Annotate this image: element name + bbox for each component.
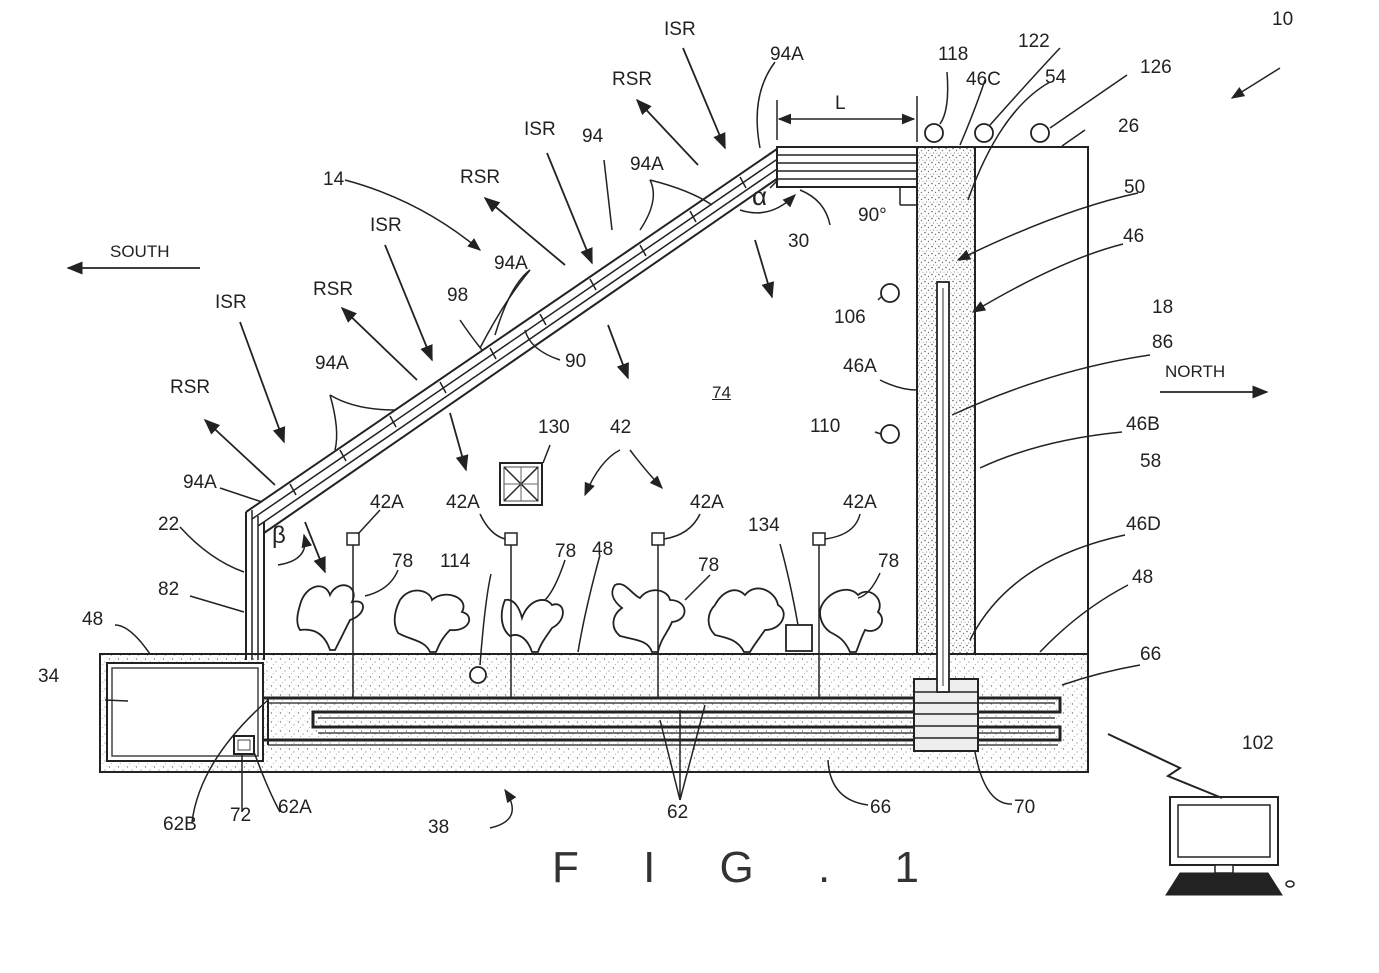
angle-beta-label: β bbox=[272, 526, 286, 546]
rsr-label-4: RSR bbox=[170, 378, 210, 398]
figure-caption: F I G . 1 bbox=[552, 858, 945, 878]
plant bbox=[395, 591, 470, 652]
ref-90: 90 bbox=[565, 352, 586, 372]
ref-94a-1: 94A bbox=[770, 45, 804, 65]
wireless-link bbox=[1108, 734, 1222, 798]
rsr-label-2: RSR bbox=[460, 168, 500, 188]
ref-46a: 46A bbox=[843, 357, 877, 377]
ref-34: 34 bbox=[38, 667, 59, 687]
dimension-L-label: L bbox=[835, 94, 846, 114]
ref-48-1: 48 bbox=[82, 610, 103, 630]
ref-46: 46 bbox=[1123, 227, 1144, 247]
ref-74: 74 bbox=[712, 383, 731, 403]
ref-10: 10 bbox=[1272, 10, 1293, 30]
ref-62b: 62B bbox=[163, 815, 197, 835]
ref-66-1: 66 bbox=[1140, 645, 1161, 665]
ref-86: 86 bbox=[1152, 333, 1173, 353]
ref-78-3: 78 bbox=[698, 556, 719, 576]
ref-54: 54 bbox=[1045, 68, 1066, 88]
dimension-L bbox=[777, 96, 917, 142]
ref-42a-2: 42A bbox=[446, 493, 480, 513]
ref-46d: 46D bbox=[1126, 515, 1161, 535]
plant bbox=[820, 590, 882, 652]
sensor-122 bbox=[975, 124, 993, 142]
isr-label-3: ISR bbox=[370, 216, 402, 236]
fan-130 bbox=[500, 463, 542, 505]
ref-114: 114 bbox=[440, 552, 470, 572]
ref-46b: 46B bbox=[1126, 415, 1160, 435]
ref-18: 18 bbox=[1152, 298, 1173, 318]
ref-48-2: 48 bbox=[592, 540, 613, 560]
ref-62a: 62A bbox=[278, 798, 312, 818]
ref-72: 72 bbox=[230, 806, 251, 826]
ref-102: 102 bbox=[1242, 734, 1274, 754]
ref-94a-2: 94A bbox=[630, 155, 664, 175]
ref-30: 30 bbox=[788, 232, 809, 252]
ref-62: 62 bbox=[667, 803, 688, 823]
ref-94a-5: 94A bbox=[183, 473, 217, 493]
north-wall-18 bbox=[975, 147, 1088, 654]
sensor-114 bbox=[470, 667, 486, 683]
south-label: SOUTH bbox=[110, 242, 170, 262]
sensor-118 bbox=[925, 124, 943, 142]
ref-58: 58 bbox=[1140, 452, 1161, 472]
ref-50: 50 bbox=[1124, 178, 1145, 198]
plant bbox=[612, 584, 684, 652]
overhang-30 bbox=[777, 147, 917, 205]
ref-78-1: 78 bbox=[392, 552, 413, 572]
sensor-110 bbox=[881, 425, 899, 443]
rsr-label-1: RSR bbox=[612, 70, 652, 90]
pump-72 bbox=[234, 736, 254, 754]
isr-label-1: ISR bbox=[664, 20, 696, 40]
ref-14: 14 bbox=[323, 170, 344, 190]
sensor-126 bbox=[1031, 124, 1049, 142]
ref-26: 26 bbox=[1118, 117, 1139, 137]
ref-42: 42 bbox=[610, 418, 631, 438]
ref-130: 130 bbox=[538, 418, 570, 438]
ref-94: 94 bbox=[582, 127, 603, 147]
ref-66-2: 66 bbox=[870, 798, 891, 818]
ref-134: 134 bbox=[748, 516, 780, 536]
isr-label-2: ISR bbox=[524, 120, 556, 140]
ref-106: 106 bbox=[834, 308, 866, 328]
ref-42a-4: 42A bbox=[843, 493, 877, 513]
sensor-106 bbox=[881, 284, 899, 302]
ref-110: 110 bbox=[810, 417, 840, 437]
ref-122: 122 bbox=[1018, 32, 1050, 52]
ref-118: 118 bbox=[938, 45, 968, 65]
ref-46c: 46C bbox=[966, 70, 1001, 90]
south-wall-22 bbox=[246, 510, 264, 660]
ref-94a-3: 94A bbox=[494, 254, 528, 274]
ref-82: 82 bbox=[158, 580, 179, 600]
isr-label-4: ISR bbox=[215, 293, 247, 313]
angle-90-label: 90° bbox=[858, 206, 887, 226]
ref-70: 70 bbox=[1014, 798, 1035, 818]
rsr-label-3: RSR bbox=[313, 280, 353, 300]
ref-38: 38 bbox=[428, 818, 449, 838]
angle-alpha-label: α bbox=[752, 186, 767, 206]
ref-78-2: 78 bbox=[555, 542, 576, 562]
ref-22: 22 bbox=[158, 515, 179, 535]
ref-94a-4: 94A bbox=[315, 354, 349, 374]
north-label: NORTH bbox=[1165, 362, 1225, 382]
ref-78-4: 78 bbox=[878, 552, 899, 572]
ref-98: 98 bbox=[447, 286, 468, 306]
device-134 bbox=[786, 625, 812, 651]
ref-42a-3: 42A bbox=[690, 493, 724, 513]
plant bbox=[709, 588, 784, 652]
computer-102 bbox=[1166, 797, 1294, 895]
ref-42a-1: 42A bbox=[370, 493, 404, 513]
ref-126: 126 bbox=[1140, 58, 1172, 78]
thermal-mass-wall-46 bbox=[917, 147, 975, 692]
ref-48-3: 48 bbox=[1132, 568, 1153, 588]
